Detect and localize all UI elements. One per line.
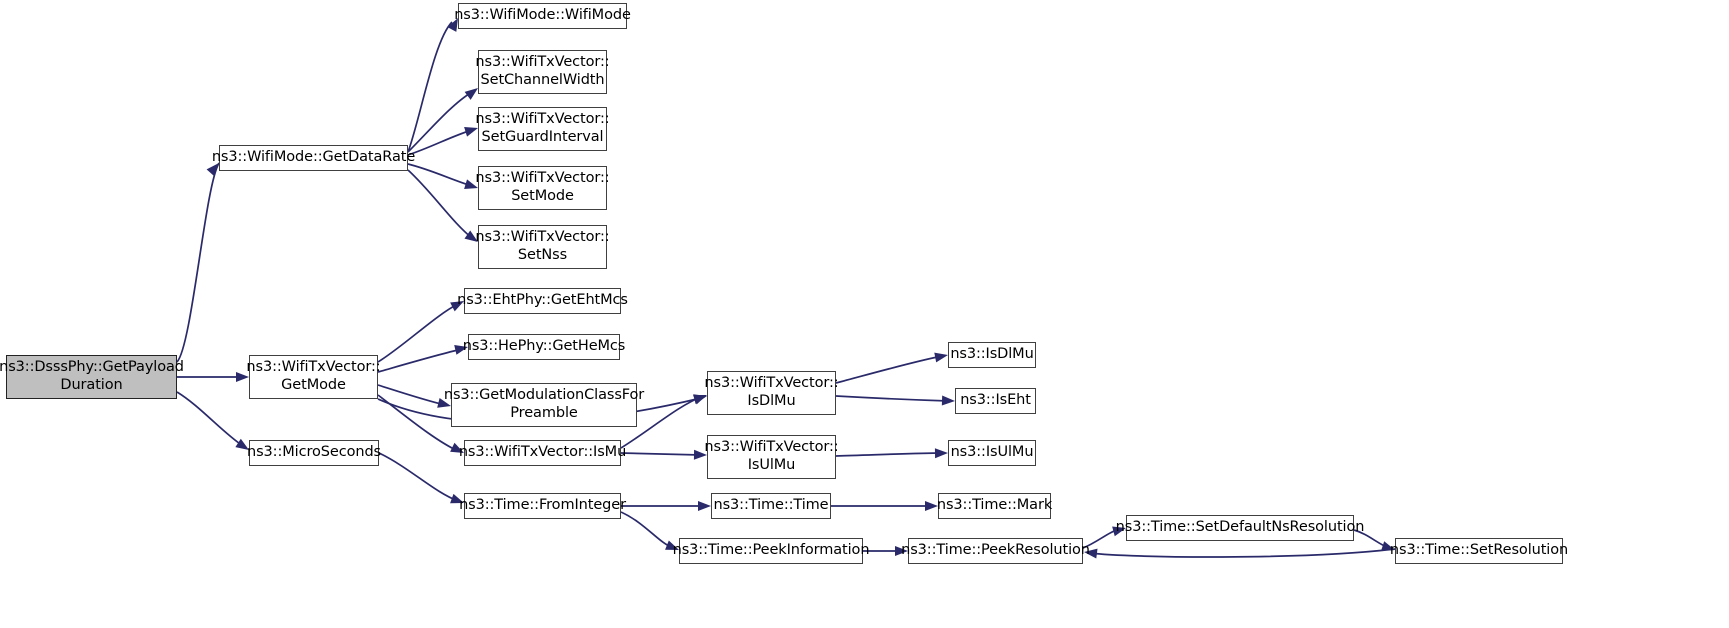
graph-node-frominteger[interactable]: ns3::Time::FromInteger	[459, 493, 626, 519]
graph-node-setchannelwidth[interactable]: ns3::WifiTxVector:: SetChannelWidth	[475, 50, 610, 94]
graph-node-setmode[interactable]: ns3::WifiTxVector:: SetMode	[475, 166, 610, 210]
graph-node-peekinfo[interactable]: ns3::Time::PeekInformation	[673, 538, 870, 564]
call-edge	[620, 511, 674, 549]
call-edge	[176, 162, 220, 363]
graph-node-peekres[interactable]: ns3::Time::PeekResolution	[901, 538, 1090, 564]
call-edge	[407, 163, 473, 187]
graph-node-setdefaultns[interactable]: ns3::Time::SetDefaultNsResolution	[1116, 515, 1364, 541]
call-edge	[176, 391, 244, 447]
call-edge-arrowhead	[698, 501, 711, 511]
graph-node-iseht[interactable]: ns3::IsEht	[955, 388, 1036, 414]
call-edge	[407, 169, 473, 239]
call-edge	[620, 452, 702, 456]
call-edge-arrowhead	[934, 352, 948, 363]
call-edge	[835, 355, 943, 384]
graph-node-ismu[interactable]: ns3::WifiTxVector::IsMu	[459, 440, 626, 466]
call-edge	[1089, 548, 1396, 558]
graph-node-setguardinterval[interactable]: ns3::WifiTxVector:: SetGuardInterval	[475, 107, 610, 151]
call-edge	[378, 452, 459, 502]
graph-node-isulmu_v[interactable]: ns3::WifiTxVector:: IsUlMu	[704, 435, 839, 479]
call-edge	[835, 452, 943, 457]
graph-node-setresolution[interactable]: ns3::Time::SetResolution	[1390, 538, 1568, 564]
graph-node-root[interactable]: ns3::DsssPhy::GetPayload Duration	[0, 355, 184, 399]
call-edge	[377, 303, 459, 363]
graph-node-microseconds[interactable]: ns3::MicroSeconds	[247, 440, 381, 466]
graph-node-isulmu[interactable]: ns3::IsUlMu	[948, 440, 1036, 466]
call-edge	[377, 348, 463, 373]
graph-node-isdlmu_v[interactable]: ns3::WifiTxVector:: IsDlMu	[704, 371, 839, 415]
graph-node-getdatarate[interactable]: ns3::WifiMode::GetDataRate	[212, 145, 415, 171]
call-edge	[407, 129, 473, 156]
graph-node-getmodclass[interactable]: ns3::GetModulationClassFor Preamble	[444, 383, 644, 427]
call-edge	[407, 21, 453, 153]
graph-node-setnss[interactable]: ns3::WifiTxVector:: SetNss	[475, 225, 610, 269]
call-edge	[377, 384, 446, 406]
graph-node-getehtmcs[interactable]: ns3::EhtPhy::GetEhtMcs	[457, 288, 628, 314]
graph-node-isdlmu[interactable]: ns3::IsDlMu	[948, 342, 1036, 368]
call-edge-arrowhead	[941, 395, 955, 406]
graph-node-mark[interactable]: ns3::Time::Mark	[937, 493, 1052, 519]
call-edge-arrowhead	[934, 448, 948, 459]
graph-node-time[interactable]: ns3::Time::Time	[711, 493, 831, 519]
graph-node-wifimode[interactable]: ns3::WifiMode::WifiMode	[454, 3, 631, 29]
graph-node-gethemcs[interactable]: ns3::HePhy::GetHeMcs	[463, 334, 625, 360]
call-edge	[835, 395, 950, 402]
graph-node-getmode[interactable]: ns3::WifiTxVector:: GetMode	[246, 355, 381, 399]
call-edge	[407, 91, 473, 153]
